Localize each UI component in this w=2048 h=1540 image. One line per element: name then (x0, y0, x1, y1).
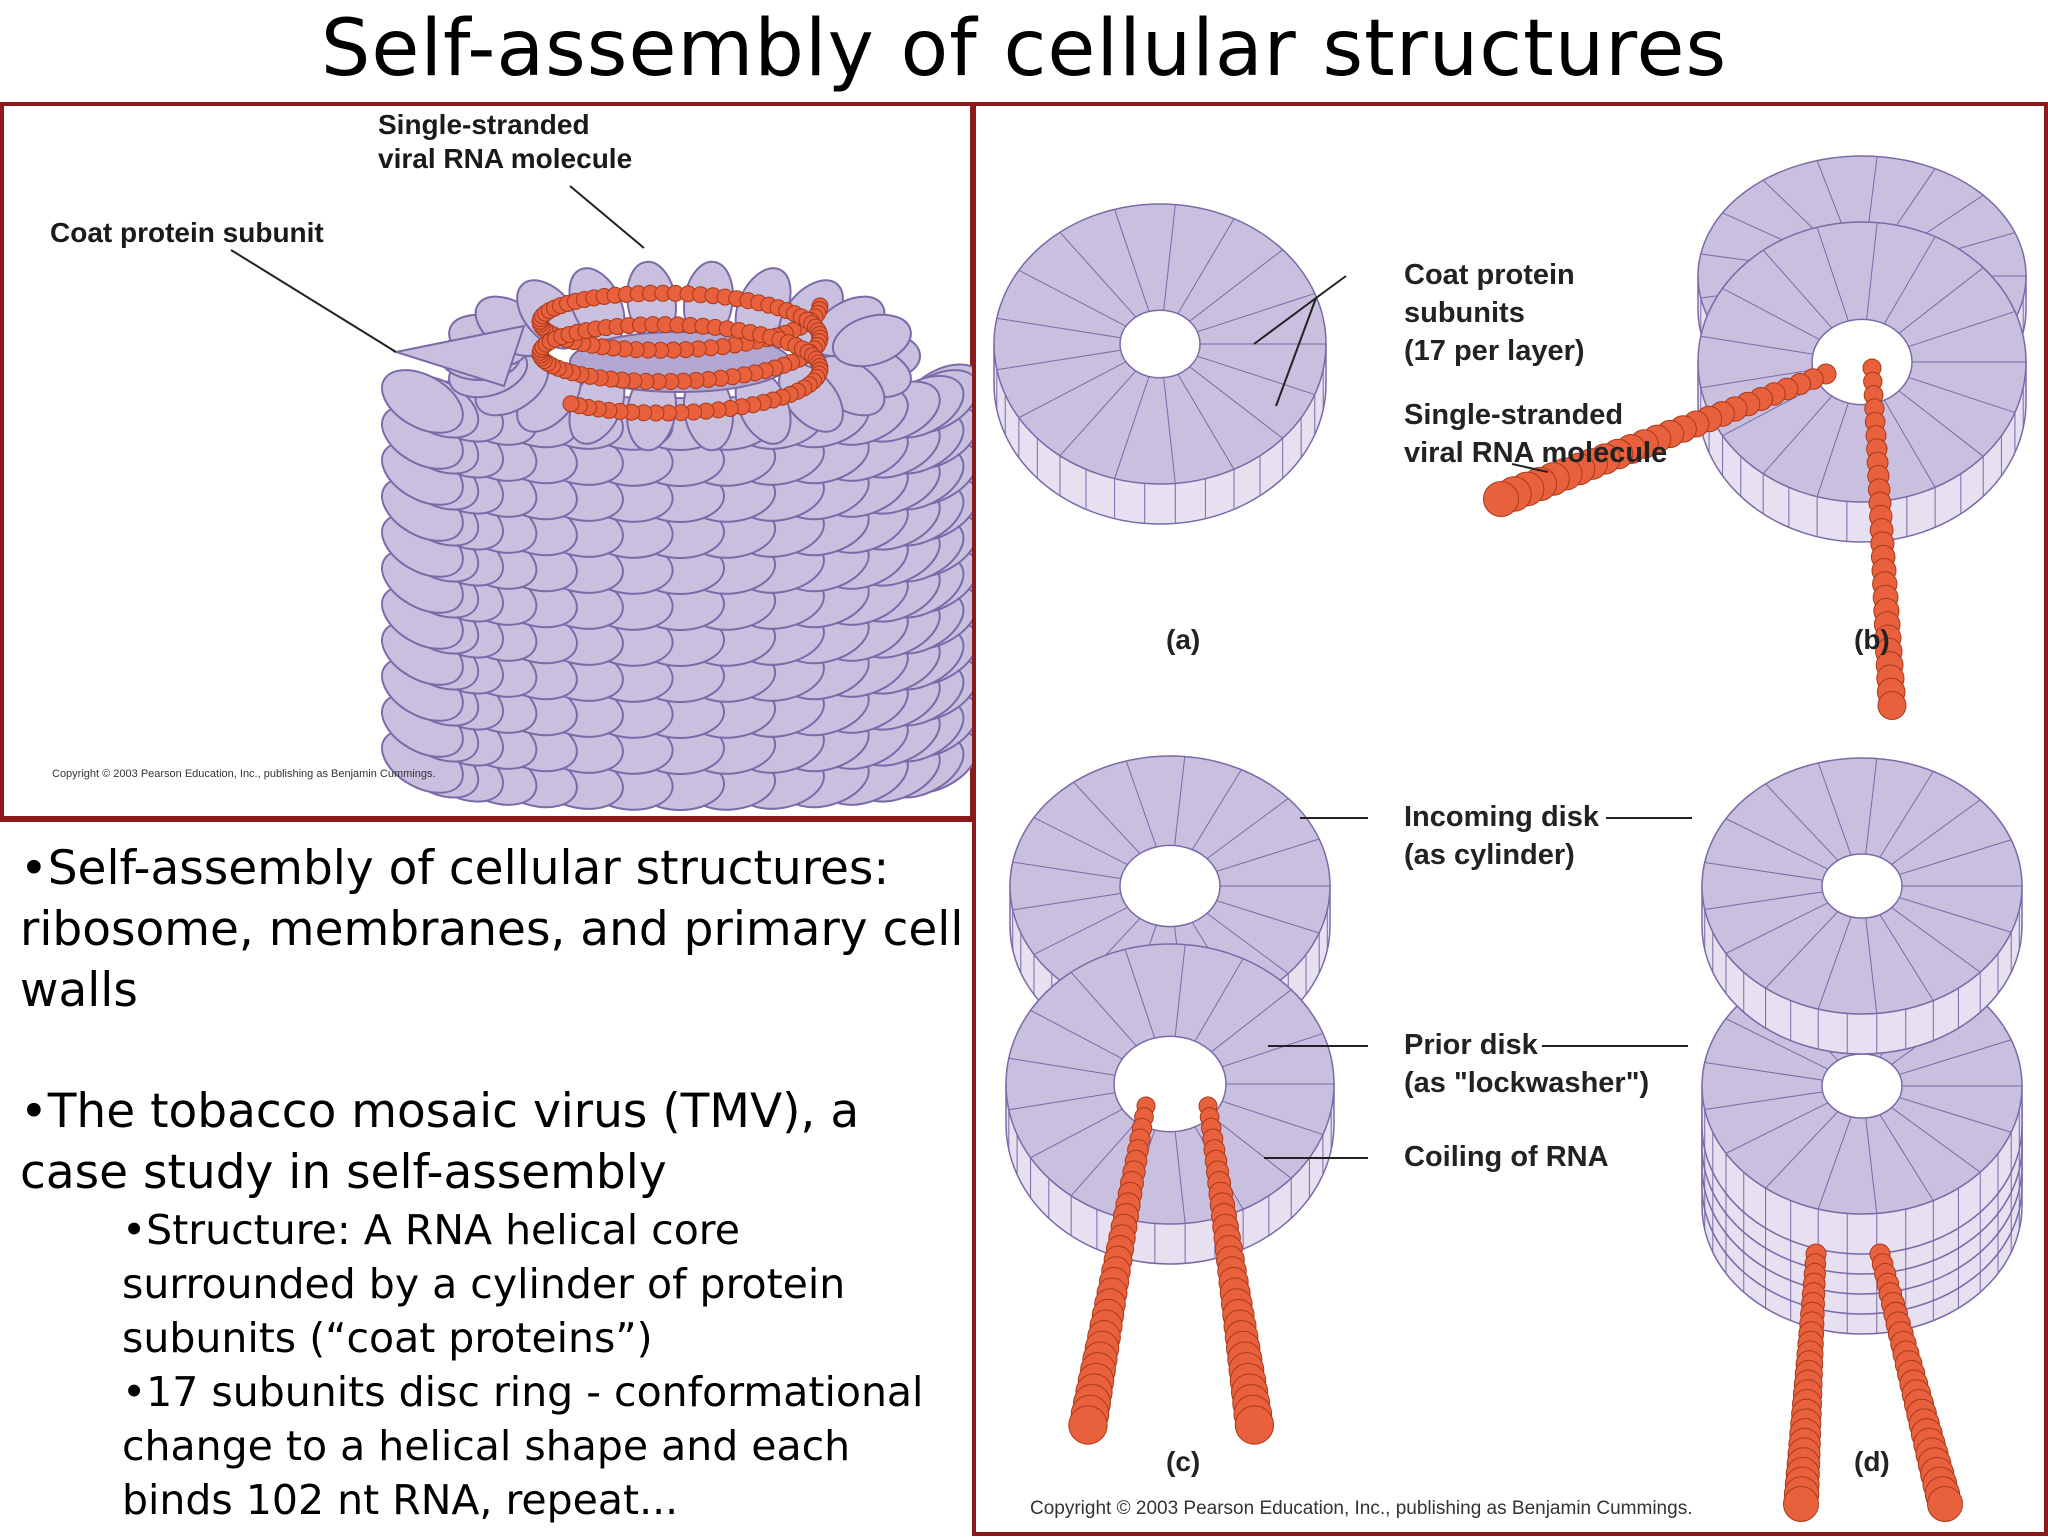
left-divider (0, 818, 974, 822)
label-prior-disk: Prior disk (as "lockwasher") (1404, 1029, 1650, 1099)
label-coat-subunits: Coat protein subunits (17 per layer) (1404, 259, 1585, 367)
copyright-left: Copyright © 2003 Pearson Education, Inc.… (52, 768, 436, 780)
bullet-tmv: •The tobacco mosaic virus (TMV), a case … (20, 1084, 860, 1200)
copyright-right: Copyright © 2003 Pearson Education, Inc.… (1030, 1498, 1693, 1519)
label-rna-left: Single-stranded viral RNA molecule (378, 109, 633, 174)
right-figure-frame: Coat protein subunits (17 per layer) Sin… (972, 102, 2048, 1536)
panel-letter-a: (a) (1166, 624, 1201, 655)
callout-line-coat (230, 249, 397, 353)
label-incoming-disk: Incoming disk (as cylinder) (1404, 801, 1599, 871)
panel-letter-c: (c) (1166, 1446, 1201, 1477)
disk-panel-d (1701, 757, 2023, 1522)
subbullet-disc-ring: •17 subunits disc ring - conformational … (122, 1368, 924, 1524)
tmv-helix-illustration (230, 185, 984, 811)
disk-panel-c (1005, 755, 1335, 1445)
panel-letter-b: (b) (1854, 624, 1890, 655)
label-rna-right: Single-stranded viral RNA molecule (1404, 399, 1668, 469)
disk-assembly-illustration (993, 155, 2027, 1522)
panel-letter-d: (d) (1854, 1446, 1890, 1477)
right-callout-lines (1253, 275, 1692, 1159)
label-coat-left: Coat protein subunit (50, 217, 324, 248)
label-coiling-rna: Coiling of RNA (1404, 1141, 1609, 1173)
disk-panel-b (1483, 155, 2027, 720)
disk-panel-a (993, 203, 1327, 525)
callout-line-rna (569, 185, 645, 249)
slide-title: Self-assembly of cellular structures (320, 4, 1728, 94)
bullet-self-assembly: •Self-assembly of cellular structures: r… (20, 841, 964, 1018)
left-figure-frame: Single-stranded viral RNA molecule Coat … (0, 102, 984, 820)
subbullet-structure: •Structure: A RNA helical core surrounde… (122, 1206, 846, 1362)
bullet-list: •Self-assembly of cellular structures: r… (20, 838, 970, 1527)
